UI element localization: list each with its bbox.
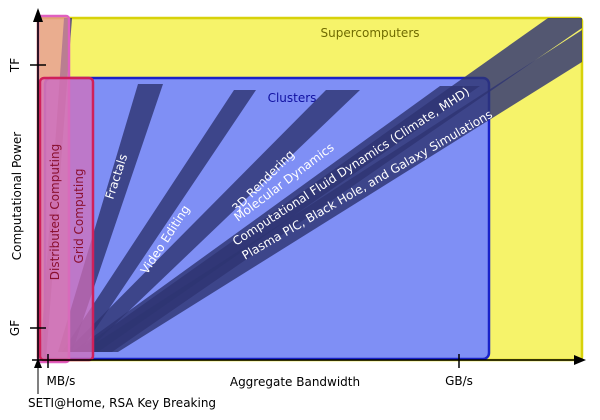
video-editing-wedge: [62, 90, 256, 352]
y-tick-label-tf: TF: [8, 58, 22, 73]
cfd-wedge: [76, 18, 582, 352]
supercomputers-label: Supercomputers: [320, 26, 419, 40]
clusters-label: Clusters: [268, 91, 317, 105]
x-tick-label-mbs: MB/s: [47, 374, 76, 388]
y-tick-label-gf: GF: [8, 320, 22, 336]
3d-rendering-wedge: [66, 90, 360, 352]
x-axis-title: Aggregate Bandwidth: [230, 375, 360, 389]
x-tick-label-gbs: GB/s: [445, 374, 473, 388]
seti-footnote: SETI@Home, RSA Key Breaking: [28, 396, 216, 410]
grid-computing-label: Grid Computing: [72, 169, 86, 264]
application-wedges: [40, 18, 582, 360]
y-axis-arrow: [33, 8, 43, 22]
seti-pointer-arrow: [34, 358, 42, 368]
x-axis-arrow: [574, 355, 586, 365]
distributed-computing-label: Distributed Computing: [48, 144, 62, 280]
axes: [32, 22, 578, 366]
plasma-wedge: [82, 30, 582, 352]
y-axis-title: Computational Power: [10, 132, 24, 261]
